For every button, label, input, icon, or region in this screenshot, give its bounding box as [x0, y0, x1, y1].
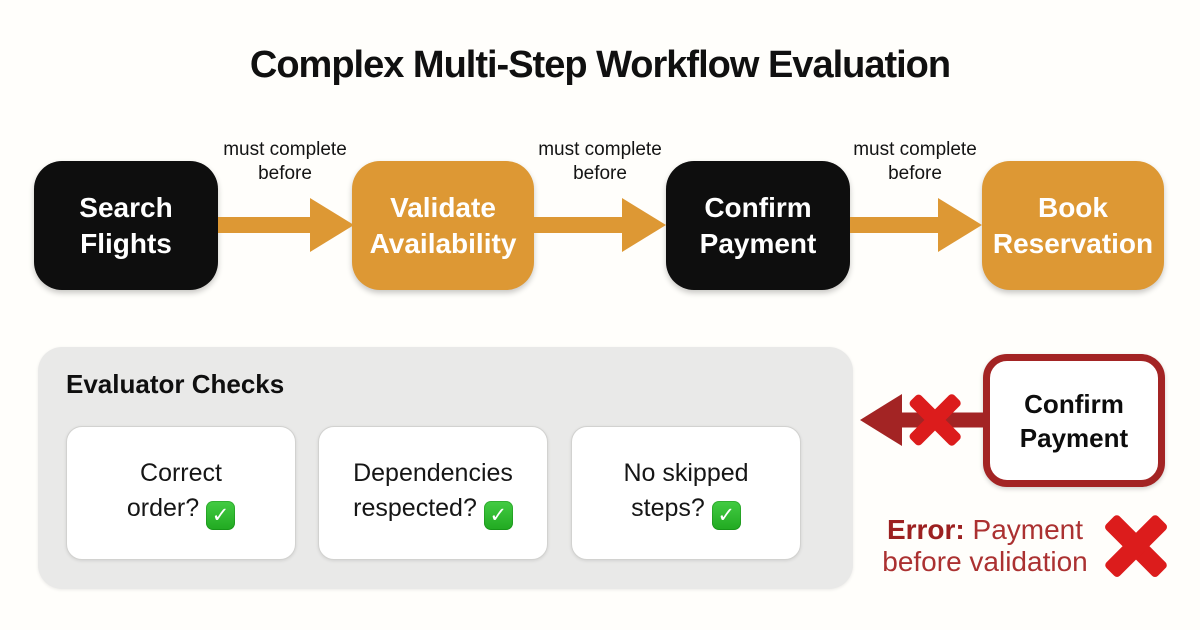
- flow-arrow-icon: [534, 193, 666, 257]
- check-icon: ✓: [483, 501, 513, 530]
- arrow-head: [860, 394, 902, 446]
- check-card-label: Correct order? ✓: [127, 456, 236, 530]
- flow-arrow-icon: [218, 193, 354, 257]
- evaluator-panel: Evaluator Checks Correct order? ✓ Depend…: [38, 347, 853, 589]
- step-label: Confirm Payment: [699, 191, 817, 259]
- step-confirm-payment: Confirm Payment: [666, 161, 850, 290]
- check-card-label: No skipped steps? ✓: [623, 456, 749, 530]
- check-icon: ✓: [206, 501, 236, 530]
- check-card-correct-order: Correct order? ✓: [66, 426, 296, 560]
- evaluator-heading: Evaluator Checks: [66, 369, 285, 399]
- arrow-head: [310, 198, 354, 252]
- error-step-label: Confirm Payment: [1019, 388, 1129, 453]
- x-icon-error: [1103, 510, 1169, 582]
- arrow-head: [938, 198, 982, 252]
- connector-label-3: must complete before: [853, 139, 977, 184]
- error-message-line1: Error: Payment: [886, 514, 1084, 545]
- connector-label-2: must complete before: [538, 139, 662, 184]
- error-prefix: Error:: [886, 514, 965, 545]
- arrow-head: [622, 198, 666, 252]
- arrow-shaft: [850, 217, 944, 233]
- check-card-dependencies: Dependencies respected? ✓: [318, 426, 548, 560]
- x-icon-on-arrow: [907, 391, 963, 449]
- step-search-flights: Search Flights: [34, 161, 218, 290]
- error-message: Error: Payment before validation: [845, 514, 1125, 578]
- arrow-shaft: [218, 217, 316, 233]
- check-card-label: Dependencies respected? ✓: [353, 456, 513, 530]
- step-book-reservation: Book Reservation: [982, 161, 1164, 290]
- page-title: Complex Multi-Step Workflow Evaluation: [249, 44, 951, 86]
- check-icon: ✓: [711, 501, 741, 530]
- step-label: Book Reservation: [992, 191, 1154, 259]
- error-message-line2: before validation: [882, 546, 1088, 577]
- flow-arrow-icon: [850, 193, 982, 257]
- step-label: Search Flights: [79, 191, 173, 259]
- check-card-no-skipped-steps: No skipped steps? ✓: [571, 426, 801, 560]
- arrow-shaft: [534, 217, 628, 233]
- error-step-box: Confirm Payment: [983, 354, 1165, 487]
- step-validate-availability: Validate Availability: [352, 161, 534, 290]
- step-label: Validate Availability: [369, 191, 517, 259]
- connector-label-1: must complete before: [223, 139, 347, 184]
